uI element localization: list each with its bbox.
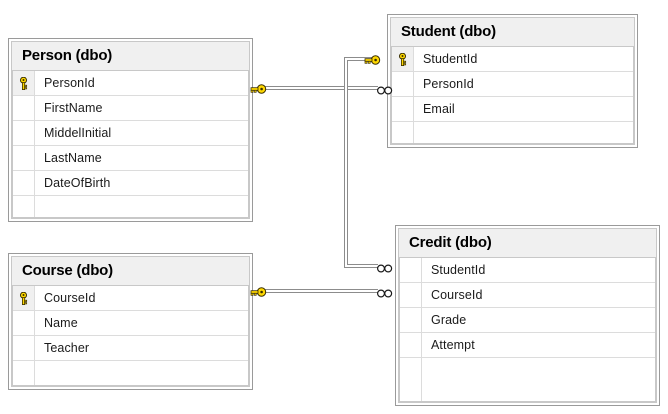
column-row[interactable]: Attempt xyxy=(400,333,655,358)
relationship-infinity-icon xyxy=(376,288,393,298)
empty-row[interactable] xyxy=(400,358,655,401)
key-cell xyxy=(392,122,414,143)
column-name: DateOfBirth xyxy=(44,176,111,190)
entity-title-credit[interactable]: Credit (dbo) xyxy=(399,229,656,258)
column-row[interactable]: MiddelInitial xyxy=(13,121,248,146)
relationship-line-inner xyxy=(345,58,378,267)
key-cell xyxy=(13,311,35,335)
key-cell xyxy=(400,283,422,307)
column-name: LastName xyxy=(44,151,102,165)
column-name: PersonId xyxy=(423,77,474,91)
column-row[interactable]: LastName xyxy=(13,146,248,171)
column-name: MiddelInitial xyxy=(44,126,112,140)
relationship-infinity-icon xyxy=(376,263,393,273)
relationship-line-outer xyxy=(344,57,378,268)
column-name: Email xyxy=(423,102,455,116)
entity-title-student[interactable]: Student (dbo) xyxy=(391,18,634,47)
key-cell xyxy=(392,72,414,96)
empty-row[interactable] xyxy=(13,196,248,217)
key-cell xyxy=(13,96,35,120)
key-cell xyxy=(13,286,35,310)
key-cell xyxy=(13,146,35,170)
key-cell xyxy=(400,258,422,282)
column-row[interactable]: PersonId xyxy=(13,71,248,96)
key-cell xyxy=(392,97,414,121)
column-row[interactable]: Teacher xyxy=(13,336,248,361)
column-name: CourseId xyxy=(44,291,96,305)
key-cell xyxy=(400,358,422,401)
key-cell xyxy=(392,47,414,71)
key-cell xyxy=(13,71,35,95)
key-cell xyxy=(400,333,422,357)
column-row[interactable]: StudentId xyxy=(400,258,655,283)
column-name: Name xyxy=(44,316,78,330)
relationship-key-icon xyxy=(364,55,381,65)
column-row[interactable]: Email xyxy=(392,97,633,122)
key-icon xyxy=(399,52,407,66)
column-name: Attempt xyxy=(431,338,475,352)
column-row[interactable]: Name xyxy=(13,311,248,336)
entity-title-course[interactable]: Course (dbo) xyxy=(12,257,249,286)
key-icon xyxy=(20,76,28,90)
endpoint-fk-credit-student-to xyxy=(376,261,394,279)
column-name: CourseId xyxy=(431,288,483,302)
key-cell xyxy=(13,121,35,145)
column-row[interactable]: CourseId xyxy=(13,286,248,311)
column-row[interactable]: CourseId xyxy=(400,283,655,308)
key-cell xyxy=(13,361,35,385)
empty-row[interactable] xyxy=(392,122,633,143)
column-row[interactable]: FirstName xyxy=(13,96,248,121)
key-cell xyxy=(400,308,422,332)
entity-title-person[interactable]: Person (dbo) xyxy=(12,42,249,71)
column-row[interactable]: Grade xyxy=(400,308,655,333)
column-row[interactable]: StudentId xyxy=(392,47,633,72)
key-cell xyxy=(13,196,35,217)
empty-row[interactable] xyxy=(13,361,248,385)
column-name: PersonId xyxy=(44,76,95,90)
endpoint-fk-credit-student-from xyxy=(362,53,382,71)
column-row[interactable]: PersonId xyxy=(392,72,633,97)
column-row[interactable]: DateOfBirth xyxy=(13,171,248,196)
column-name: StudentId xyxy=(423,52,478,66)
column-name: StudentId xyxy=(431,263,486,277)
column-name: Teacher xyxy=(44,341,90,355)
column-name: Grade xyxy=(431,313,467,327)
relationship-fk-credit-student[interactable] xyxy=(344,57,378,268)
endpoint-fk-credit-course-to xyxy=(376,286,394,304)
key-cell xyxy=(13,171,35,195)
key-cell xyxy=(13,336,35,360)
key-icon xyxy=(20,291,28,305)
column-name: FirstName xyxy=(44,101,103,115)
